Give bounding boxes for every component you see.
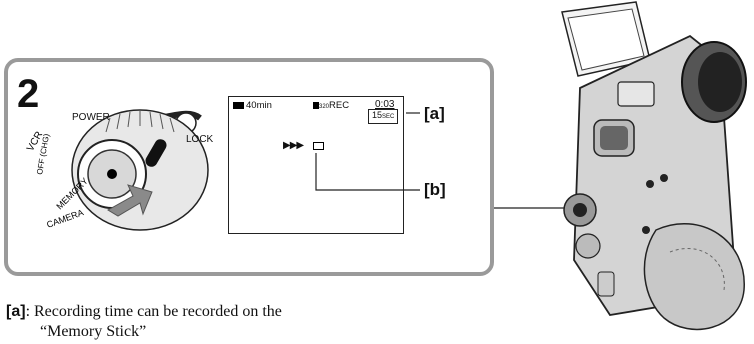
callout-b-line — [315, 153, 420, 191]
image-size: 320 — [319, 104, 330, 110]
battery-time: 40min — [246, 100, 272, 111]
press-arrow — [107, 184, 153, 217]
memory-stick-icon — [313, 101, 319, 109]
footnote-line-1: [a]: Recording time can be recorded on t… — [6, 302, 282, 322]
lcd-panel-inner — [567, 8, 645, 71]
control-button — [575, 233, 601, 259]
remaining-unit: SEC — [382, 114, 395, 120]
lens-glass — [698, 52, 742, 112]
rec-indicator: 320REC — [313, 100, 349, 111]
power-label: POWER — [72, 112, 110, 123]
recording-indicator: ▶▶▶ — [283, 140, 304, 151]
footnote-text: : Recording time can be recorded on the — [25, 303, 282, 320]
power-dial-center — [573, 203, 587, 217]
battery-indicator: 40min — [233, 100, 272, 111]
center-dot — [107, 169, 117, 179]
viewfinder-eyepiece — [600, 126, 628, 150]
battery-icon — [233, 101, 244, 109]
dial-slider — [145, 139, 167, 167]
counter: 0:03 — [375, 99, 395, 110]
rec-text: REC — [329, 100, 350, 111]
footnote-line-2: “Memory Stick” — [40, 323, 147, 340]
top-controls — [617, 81, 655, 107]
memory-card-icon — [313, 142, 324, 150]
grip-strap — [643, 223, 745, 331]
remaining-value: 15 — [372, 110, 383, 120]
footnote: [a]: Recording time can be recorded on t… — [6, 302, 282, 342]
footnote-tag: [a] — [6, 303, 26, 320]
strap-stitching — [669, 247, 725, 291]
side-switch — [597, 271, 615, 297]
step-number: 2 — [17, 72, 40, 116]
lock-label: LOCK — [186, 134, 214, 145]
remaining-time-box: 15SEC — [368, 109, 399, 124]
callout-b: [b] — [424, 180, 446, 199]
callout-a: [a] — [424, 104, 445, 123]
arrow-indicator: ▶▶▶ — [283, 140, 304, 151]
